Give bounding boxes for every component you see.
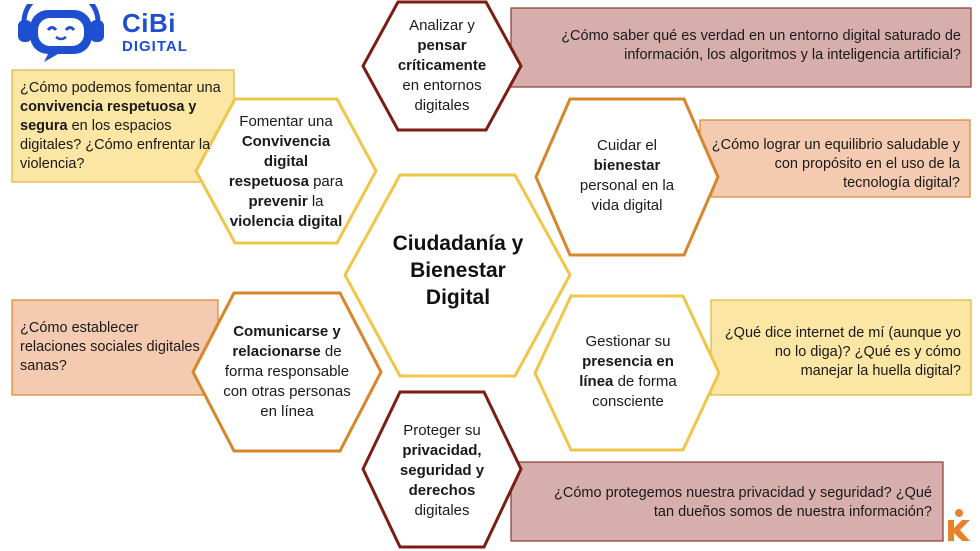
hex-top-part-2: en entornos digitales xyxy=(402,77,482,114)
question-text-right-top: ¿Cómo lograr un equilibrio saludable y c… xyxy=(702,130,968,199)
question-left-top-text-bold: convivencia respetuosa y segura xyxy=(20,99,197,134)
question-text-left-top: ¿Cómo podemos fomentar una convivencia r… xyxy=(12,73,234,180)
hex-bottom-part-bold: privacidad, seguridad y derechos xyxy=(399,442,485,499)
hex-top-part-1: Analizar y xyxy=(409,17,475,34)
question-bottom-text: ¿Cómo protegemos nuestra privacidad y se… xyxy=(554,485,932,520)
hex-right-bottom-part-1: Gestionar su xyxy=(585,333,671,350)
hex-left-top-part-bold-1: Convivencia digital respetuosa xyxy=(228,133,331,190)
hexagon-right-top-text: Cuidar el bienestar personal en la vida … xyxy=(570,130,684,222)
hexagon-center xyxy=(343,173,572,378)
logo-wordmark: CiBi DIGITAL xyxy=(122,10,188,54)
center-title: Ciudadanía y Bienestar Digital xyxy=(370,230,546,311)
hex-right-bottom-part-bold: presencia en línea xyxy=(579,353,674,390)
logo-line2: DIGITAL xyxy=(122,38,188,55)
center-title-line3: Digital xyxy=(425,286,491,309)
question-box-bottom xyxy=(510,461,944,542)
hex-left-top-part-3: la xyxy=(307,193,324,210)
hex-top-part-bold: pensar críticamente xyxy=(397,37,487,74)
question-left-bottom-text: ¿Cómo establecer relaciones sociales dig… xyxy=(20,320,200,374)
question-left-top-text-2: en los espacios digitales? ¿Cómo enfrent… xyxy=(20,118,211,172)
hexagon-right-bottom xyxy=(533,294,721,452)
question-left-top-text-1: ¿Cómo podemos fomentar una xyxy=(20,80,221,96)
hex-right-top-part-1: Cuidar el xyxy=(596,137,658,154)
question-right-bottom-text: ¿Qué dice internet de mí (aunque yo no l… xyxy=(724,325,961,379)
cibi-digital-logo: CiBi DIGITAL xyxy=(18,4,188,64)
hex-bottom-part-1: Proteger su xyxy=(403,422,481,439)
hexagon-left-top-text: Fomentar una Convivencia digital respetu… xyxy=(222,112,350,232)
hex-left-top-part-2: para xyxy=(308,173,344,190)
hexagon-left-top xyxy=(194,97,378,245)
question-text-right-bottom: ¿Qué dice internet de mí (aunque yo no l… xyxy=(713,318,969,387)
center-title-line1: Ciudadanía y xyxy=(392,232,524,255)
hex-bottom-part-2: digitales xyxy=(414,502,470,519)
hexagon-left-bottom xyxy=(191,291,383,453)
hexagon-top xyxy=(361,0,523,132)
hexagon-bottom-text: Proteger su privacidad, seguridad y dere… xyxy=(396,416,488,526)
question-box-right-bottom xyxy=(710,299,972,396)
question-text-left-bottom: ¿Cómo establecer relaciones sociales dig… xyxy=(12,313,212,382)
hexagon-right-bottom-text: Gestionar su presencia en línea de forma… xyxy=(572,326,684,418)
question-top-text: ¿Cómo saber qué es verdad en un entorno … xyxy=(561,28,961,63)
hexagon-bottom xyxy=(361,390,523,549)
question-text-bottom: ¿Cómo protegemos nuestra privacidad y se… xyxy=(540,478,940,528)
hex-left-top-part-bold-2: prevenir xyxy=(248,193,308,210)
corner-k-logo-icon xyxy=(948,509,970,541)
question-box-top xyxy=(510,7,972,88)
hex-right-top-part-bold: bienestar xyxy=(593,157,661,174)
hexagon-right-top xyxy=(534,97,720,257)
robot-icon xyxy=(18,4,104,62)
hex-left-bottom-part-bold: Comunicarse y relacionarse xyxy=(232,323,341,360)
hex-left-top-part-1: Fomentar una xyxy=(239,113,333,130)
hexagon-left-bottom-text: Comunicarse y relacionarse de forma resp… xyxy=(222,310,352,434)
hexagon-top-text: Analizar y pensar críticamente en entorn… xyxy=(397,17,487,114)
center-title-line2: Bienestar xyxy=(410,259,506,282)
question-right-top-text: ¿Cómo lograr un equilibrio saludable y c… xyxy=(711,137,960,191)
question-box-right-top xyxy=(699,119,971,198)
question-box-left-top xyxy=(11,69,235,183)
hex-right-top-part-2: personal en la vida digital xyxy=(579,177,675,214)
logo-line1: CiBi xyxy=(122,8,176,38)
hex-left-top-part-bold-3: violencia digital xyxy=(229,213,343,230)
hex-left-bottom-part-1: de forma responsable con otras personas … xyxy=(223,343,351,420)
question-text-top: ¿Cómo saber qué es verdad en un entorno … xyxy=(513,21,969,71)
hex-right-bottom-part-2: de forma consciente xyxy=(592,373,677,410)
question-box-left-bottom xyxy=(11,299,219,396)
